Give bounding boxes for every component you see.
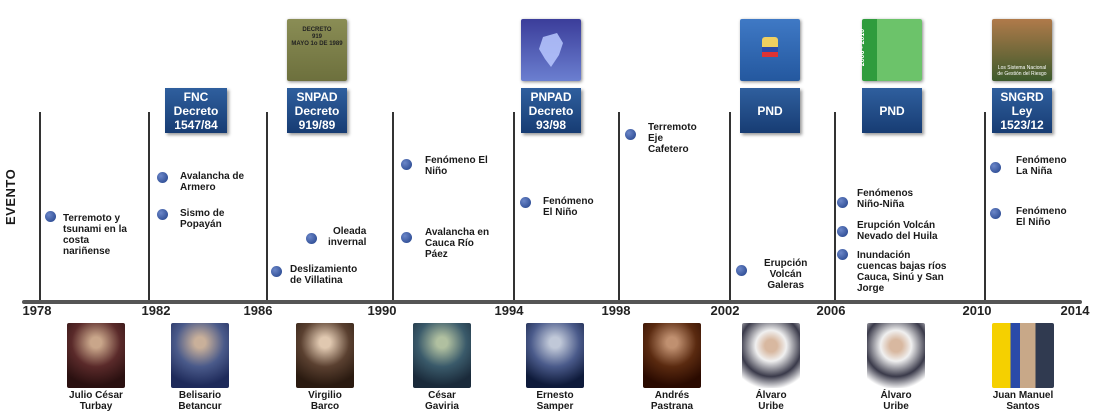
portrait-betancur	[171, 323, 229, 388]
event-label: Avalancha de Armero	[180, 171, 245, 193]
divider-2002	[729, 112, 731, 302]
year-label: 2014	[1060, 303, 1090, 318]
portrait-uribe-1	[742, 323, 800, 388]
event-label: Avalancha en Cauca Río Páez	[425, 227, 490, 260]
portrait-samper	[526, 323, 584, 388]
president-name: Álvaro Uribe	[755, 390, 787, 412]
timeline-axis	[22, 300, 1082, 304]
divider-1982	[148, 112, 150, 302]
pnpad-cover-image	[521, 19, 581, 81]
policy-box-snpad: SNPAD Decreto 919/89	[287, 88, 347, 133]
event-dot	[625, 129, 636, 140]
decree-919-cover-image: DECRETO 919 MAYO 1o DE 1989	[287, 19, 347, 81]
sngrd-cover-image: Los Sistema Nacional de Gestión del Ries…	[992, 19, 1052, 81]
y-axis-label: EVENTO	[3, 168, 18, 225]
event-label: Fenómenos Niño-Niña	[857, 188, 914, 210]
year-label: 1994	[494, 303, 524, 318]
president-name: Virgilio Barco	[308, 390, 342, 412]
event-label: Erupción Volcán Galeras	[764, 258, 808, 291]
event-dot	[157, 209, 168, 220]
colombia-map-icon	[539, 33, 563, 67]
divider-2006	[834, 112, 836, 302]
event-dot	[990, 162, 1001, 173]
event-label: Fenómeno El Niño	[425, 155, 488, 177]
pnd-2006-2010-cover-image: 2006 - 2010	[859, 19, 922, 81]
event-dot	[837, 249, 848, 260]
president-name: Julio César Turbay	[69, 390, 123, 412]
cover-text: 2006 - 2010	[859, 28, 867, 67]
divider-1978	[39, 112, 41, 302]
year-label: 1990	[367, 303, 397, 318]
event-label: Fenómeno La Niña	[1016, 155, 1067, 177]
policy-box-fnc: FNC Decreto 1547/84	[165, 88, 227, 133]
divider-2010	[984, 112, 986, 302]
divider-1998	[618, 112, 620, 302]
event-dot	[401, 232, 412, 243]
event-dot	[306, 233, 317, 244]
president-name: Belisario Betancur	[178, 390, 222, 412]
event-dot	[401, 159, 412, 170]
year-label: 1998	[601, 303, 631, 318]
event-dot	[45, 211, 56, 222]
event-dot	[837, 226, 848, 237]
year-label: 2010	[962, 303, 992, 318]
divider-1990	[392, 112, 394, 302]
year-label: 2006	[816, 303, 846, 318]
event-dot	[520, 197, 531, 208]
year-label: 1986	[243, 303, 273, 318]
portrait-uribe-2	[867, 323, 925, 388]
portrait-santos	[992, 323, 1054, 388]
year-label: 1978	[22, 303, 52, 318]
event-label: Fenómeno El Niño	[543, 196, 594, 218]
policy-box-pnpad: PNPAD Decreto 93/98	[521, 88, 581, 133]
president-name: César Gaviria	[425, 390, 459, 412]
event-label: Sismo de Popayán	[180, 208, 225, 230]
event-label: Oleada invernal	[328, 226, 367, 248]
president-name: Andrés Pastrana	[650, 390, 694, 412]
event-label: Inundación cuencas bajas ríos Cauca, Sin…	[857, 250, 947, 294]
event-dot	[990, 208, 1001, 219]
cover-text: Los Sistema Nacional de Gestión del Ries…	[997, 65, 1047, 77]
year-label: 2002	[710, 303, 740, 318]
portrait-turbay	[67, 323, 125, 388]
pnd-cover-image	[740, 19, 800, 81]
president-name: Juan Manuel Santos	[992, 390, 1054, 412]
cover-text: DECRETO 919 MAYO 1o DE 1989	[291, 27, 343, 47]
event-dot	[837, 197, 848, 208]
portrait-pastrana	[643, 323, 701, 388]
event-dot	[736, 265, 747, 276]
event-label: Erupción Volcán Nevado del Huila	[857, 220, 938, 242]
event-dot	[157, 172, 168, 183]
president-name: Álvaro Uribe	[880, 390, 912, 412]
policy-box-sngrd: SNGRD Ley 1523/12	[992, 88, 1052, 133]
event-label: Terremoto y tsunami en la costa nariñens…	[63, 213, 127, 257]
divider-1986	[266, 112, 268, 302]
event-label: Deslizamiento de Villatina	[290, 264, 358, 286]
year-label: 1982	[141, 303, 171, 318]
portrait-barco	[296, 323, 354, 388]
policy-box-pnd-2: PND	[862, 88, 922, 133]
president-name: Ernesto Samper	[536, 390, 574, 412]
coat-of-arms-icon	[762, 37, 778, 57]
event-dot	[271, 266, 282, 277]
event-label: Terremoto Eje Cafetero	[648, 122, 697, 155]
policy-box-pnd-1: PND	[740, 88, 800, 133]
event-label: Fenómeno El Niño	[1016, 206, 1067, 228]
portrait-gaviria	[413, 323, 471, 388]
divider-1994	[513, 112, 515, 302]
